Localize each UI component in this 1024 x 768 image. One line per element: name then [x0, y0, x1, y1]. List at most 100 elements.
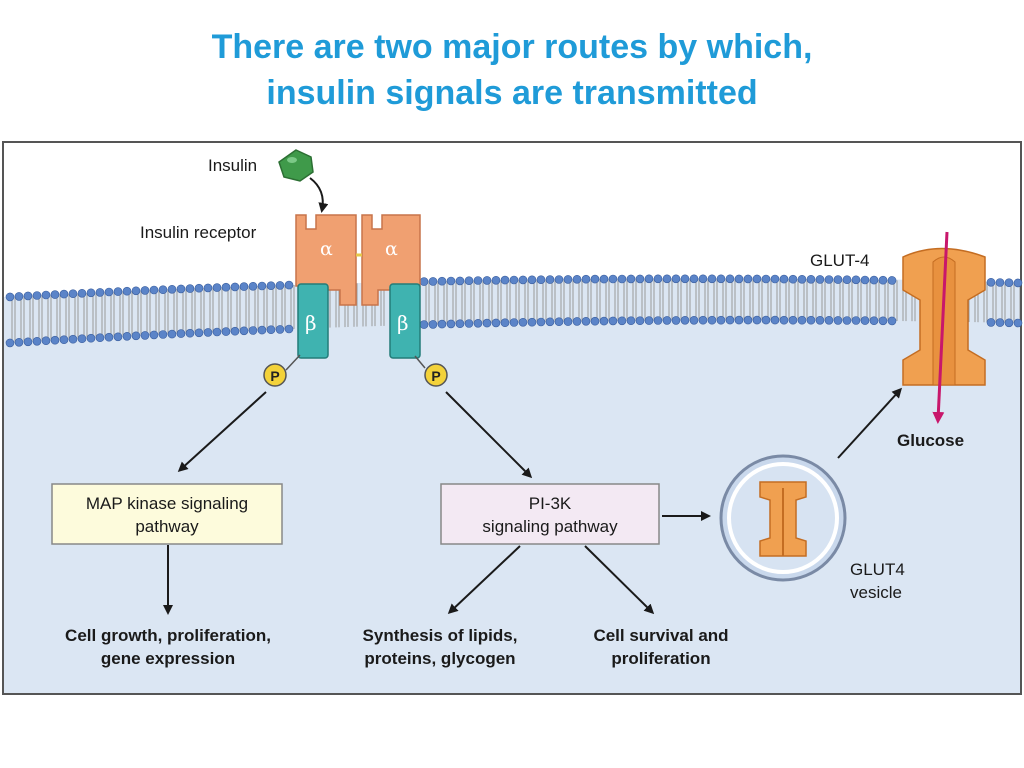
- membrane-lipid-head: [446, 319, 456, 329]
- membrane-lipid-head: [95, 288, 105, 297]
- membrane-lipid-head: [167, 329, 177, 339]
- membrane-lipid-head: [986, 318, 996, 327]
- membrane-lipid-head: [986, 277, 996, 287]
- membrane-lipid-head: [68, 334, 78, 344]
- membrane-lipid-head: [509, 318, 519, 327]
- membrane-lipid-head: [635, 316, 645, 326]
- membrane-lipid-head: [806, 274, 816, 284]
- cell-growth-label-line2: gene expression: [101, 649, 235, 668]
- membrane-lipid-head: [158, 285, 168, 295]
- membrane-lipid-head: [779, 315, 789, 325]
- membrane-lipid-head: [113, 332, 123, 342]
- membrane-lipid-head: [248, 326, 258, 335]
- membrane-lipid-head: [482, 318, 492, 328]
- pi3k-box: [440, 483, 660, 545]
- membrane-lipid-head: [788, 274, 798, 284]
- membrane-lipid-head: [158, 330, 168, 339]
- membrane-lipid-head: [608, 316, 618, 326]
- membrane-lipid-head: [149, 285, 159, 295]
- membrane-lipid-head: [257, 281, 267, 291]
- membrane-lipid-head: [527, 317, 537, 327]
- membrane-lipid-head: [491, 318, 501, 328]
- membrane-lipid-head: [1013, 278, 1023, 288]
- membrane-lipid-head: [707, 274, 717, 284]
- membrane-lipid-head: [122, 286, 132, 296]
- membrane-lipid-head: [239, 282, 249, 291]
- membrane-lipid-head: [500, 275, 510, 285]
- membrane-lipid-head: [644, 274, 654, 284]
- membrane-lipid-head: [266, 325, 276, 335]
- membrane-lipid-head: [626, 316, 636, 326]
- survival-label-line1: Cell survival and: [593, 626, 728, 645]
- membrane-lipid-head: [662, 316, 672, 325]
- membrane-lipid-head: [545, 317, 555, 327]
- membrane-lipid-head: [131, 331, 141, 341]
- membrane-lipid-head: [185, 328, 195, 338]
- membrane-lipid-head: [626, 274, 636, 284]
- membrane-lipid-head: [203, 283, 213, 293]
- phosphate-label-right: P: [431, 368, 440, 384]
- membrane-lipid-head: [77, 288, 87, 298]
- membrane-lipid-head: [680, 274, 690, 284]
- membrane-lipid-head: [833, 316, 843, 325]
- membrane-lipid-head: [572, 274, 582, 284]
- pi3k-label-line2: signaling pathway: [482, 517, 618, 536]
- membrane-lipid-head: [149, 330, 159, 340]
- membrane-lipid-head: [212, 327, 222, 337]
- membrane-lipid-head: [608, 274, 618, 284]
- membrane-lipid-head: [167, 284, 177, 294]
- membrane-lipid-head: [446, 276, 456, 286]
- membrane-lipid-head: [698, 315, 708, 325]
- membrane-lipid-head: [1004, 318, 1014, 328]
- membrane-lipid-head: [869, 316, 879, 326]
- map-kinase-label-line2: pathway: [135, 517, 199, 536]
- membrane-lipid-head: [221, 282, 231, 292]
- membrane-lipid-head: [122, 331, 132, 341]
- membrane-lipid-head: [113, 287, 123, 296]
- membrane-lipid-head: [50, 290, 60, 299]
- membrane-lipid-head: [239, 326, 249, 336]
- membrane-lipid-head: [707, 315, 717, 325]
- membrane-lipid-head: [230, 282, 240, 292]
- membrane-lipid-head: [887, 316, 897, 326]
- membrane-lipid-head: [590, 316, 600, 326]
- membrane-lipid-head: [725, 274, 735, 284]
- membrane-lipid-head: [32, 336, 42, 346]
- membrane-lipid-head: [572, 317, 582, 326]
- membrane-lipid-head: [779, 274, 789, 284]
- membrane-lipid-head: [5, 292, 15, 302]
- membrane-lipid-head: [437, 319, 447, 329]
- membrane-lipid-head: [824, 315, 834, 325]
- membrane-lipid-head: [212, 283, 222, 292]
- membrane-lipid-head: [68, 289, 78, 299]
- membrane-lipid-head: [599, 316, 609, 326]
- membrane-lipid-head: [797, 315, 807, 325]
- membrane-lipid-head: [563, 275, 573, 284]
- membrane-lipid-head: [221, 327, 231, 336]
- membrane-lipid-head: [536, 275, 546, 285]
- beta-subunit-right: [389, 283, 421, 359]
- insulin-label: Insulin: [208, 156, 257, 175]
- membrane-heads-bottom: [5, 315, 1023, 348]
- membrane-lipid-head: [743, 274, 753, 284]
- phosphate-left: [263, 363, 287, 387]
- membrane-heads-top: [5, 274, 1023, 302]
- membrane-lipid-head: [761, 274, 771, 284]
- membrane-lipid-head: [698, 274, 708, 284]
- membrane-lipid-head: [671, 316, 681, 325]
- beta-subunit-left: [297, 283, 329, 359]
- insulin-receptor-label: Insulin receptor: [140, 223, 257, 242]
- membrane-lipid-head: [230, 326, 240, 336]
- phosphate-right: [424, 363, 448, 387]
- alpha-label-right: α: [385, 238, 398, 260]
- membrane-lipid-head: [680, 315, 690, 325]
- membrane-lipid-head: [545, 275, 555, 284]
- arrow-to-map-kinase: [177, 391, 267, 473]
- membrane-lipid-head: [842, 275, 852, 285]
- membrane-lipid-head: [770, 274, 780, 284]
- membrane-lipid-head: [14, 292, 24, 301]
- membrane-lipid-head: [95, 333, 105, 343]
- membrane-lipid-head: [995, 318, 1005, 327]
- cell-membrane: [5, 274, 1023, 348]
